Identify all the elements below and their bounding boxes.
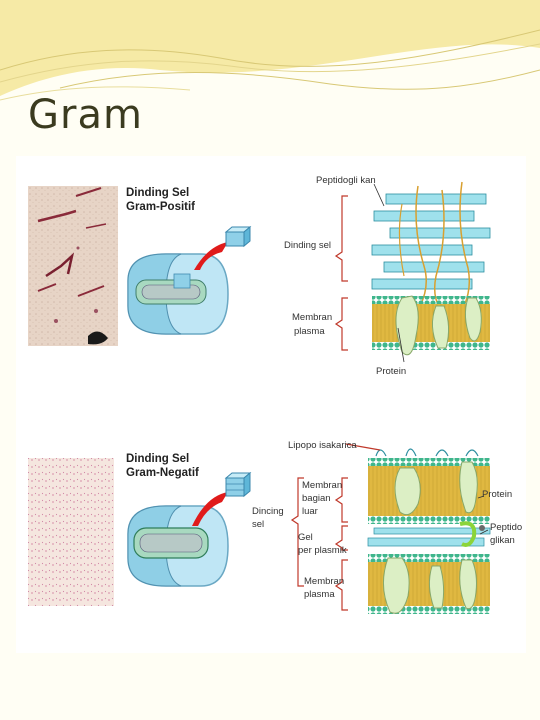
gram-positive-title-line2: Gram-Positif — [126, 201, 195, 213]
label-periplasm-line1: Gel — [298, 532, 313, 543]
slide-background-swoosh — [0, 0, 540, 101]
gram-positive-cell — [127, 253, 229, 335]
gram-negative-pointer — [192, 492, 228, 526]
slide-title: Gram — [28, 92, 143, 138]
cell-wall-bracket — [334, 195, 348, 282]
outer-membrane-bracket — [334, 477, 348, 523]
label-protein: Protein — [376, 366, 406, 377]
gram-positive-title-line1: Dinding Sel — [126, 187, 189, 199]
peptidoglycan-leader-line — [373, 183, 385, 207]
gram-positive-pointer — [194, 242, 228, 270]
label-cell-wall: Dinding sel — [284, 240, 331, 251]
label-inner-membrane-line2: plasma — [304, 589, 335, 600]
periplasm-bracket — [334, 525, 348, 551]
label-periplasm-line2: per plasmik — [298, 545, 347, 556]
label-peptidoglycan: Peptidogli kan — [316, 175, 376, 186]
inner-membrane-bracket — [334, 559, 348, 611]
label-lipopolysaccharide: Lipopo isakarica — [288, 440, 357, 451]
gram-negative-title-line1: Dinding Sel — [126, 453, 189, 465]
gram-positive-micrograph — [28, 186, 118, 346]
label-inner-membrane-line1: Membran — [304, 576, 344, 587]
gram-diagram: Dinding Sel Gram-Positif — [28, 175, 522, 614]
label-outer-membrane-line3: luar — [302, 506, 318, 517]
label-peptidoglycan-negative-line1: Peptido — [490, 522, 522, 533]
label-protein-negative: Protein — [482, 489, 512, 500]
gram-negative-outer-membrane — [368, 448, 490, 524]
peptidoglycan-leader-line-negative — [479, 529, 489, 535]
label-cell-wall-negative-line1: Dincing — [252, 506, 284, 517]
gram-negative-title-line2: Gram-Negatif — [126, 467, 199, 479]
gram-positive-membrane — [372, 295, 490, 356]
gram-negative-micrograph — [28, 458, 114, 606]
label-cell-wall-negative-line2: sel — [252, 519, 264, 530]
label-membrane-line2: plasma — [294, 326, 325, 337]
gram-negative-peptidoglycan — [367, 521, 491, 547]
cell-wall-bracket-negative — [290, 477, 304, 587]
label-membrane-line1: Membran — [292, 312, 332, 323]
protein-leader-line — [397, 327, 405, 363]
gram-positive-cube — [224, 225, 252, 248]
label-peptidoglycan-negative-line2: glikan — [490, 535, 515, 546]
diagram-panel: Dinding Sel Gram-Positif — [16, 156, 526, 653]
gram-negative-cube — [224, 471, 252, 498]
lipopolysaccharide-pointer-line — [345, 443, 381, 451]
protein-leader-line-negative — [477, 495, 485, 499]
gram-positive-peptidoglycan — [371, 181, 491, 309]
label-outer-membrane-line1: Membran — [302, 480, 342, 491]
label-outer-membrane-line2: bagian — [302, 493, 331, 504]
membrane-bracket — [334, 297, 348, 351]
gram-negative-inner-membrane — [368, 554, 490, 614]
gram-negative-cell — [127, 505, 229, 587]
